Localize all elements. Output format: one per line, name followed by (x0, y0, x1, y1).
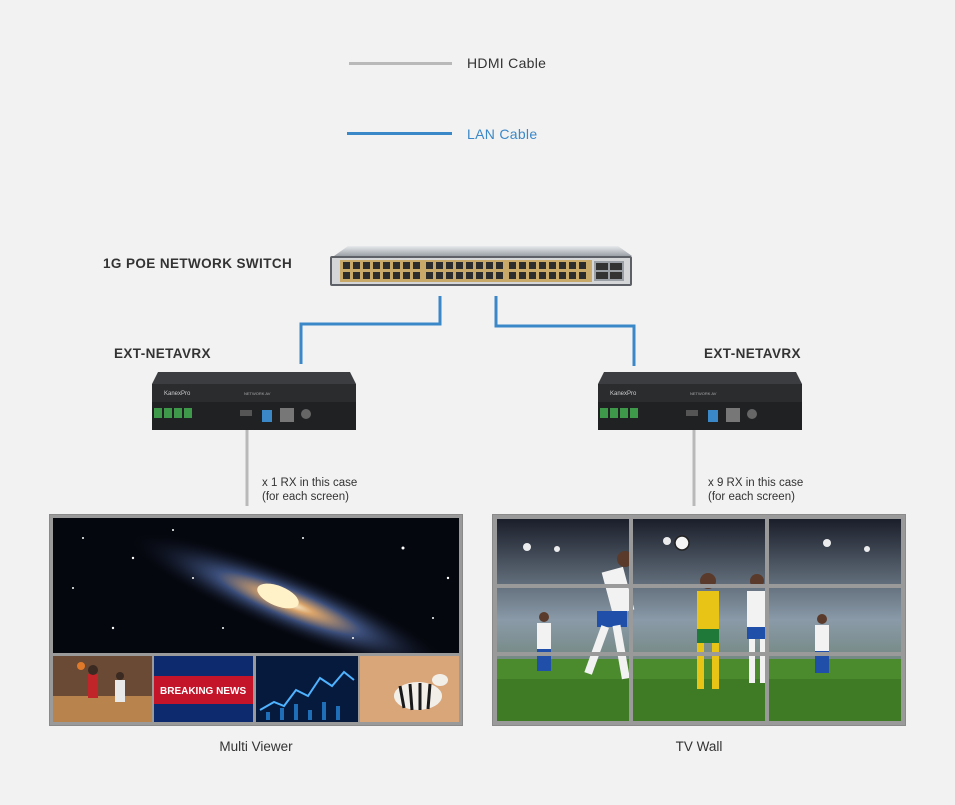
breaking-news-text: BREAKING NEWS (160, 686, 246, 697)
switch-port (486, 262, 493, 269)
galaxy-image (53, 518, 459, 653)
switch-port (496, 262, 503, 269)
switch-port (413, 262, 420, 269)
switch-port (413, 272, 420, 279)
tv-wall-screen (493, 515, 905, 725)
multi-viewer-screen: BREAKING NEWS (50, 515, 462, 725)
lan-legend-line (347, 132, 452, 135)
switch-port (579, 272, 586, 279)
receiver-right-model: NETWORK AV (690, 391, 717, 396)
receiver-left-note: x 1 RX in this case (for each screen) (262, 476, 357, 504)
switch-port (569, 262, 576, 269)
switch-port (436, 272, 443, 279)
switch-port (519, 272, 526, 279)
switch-port (539, 262, 546, 269)
switch-port (363, 262, 370, 269)
switch-port (426, 272, 433, 279)
switch-port (476, 272, 483, 279)
switch-port (393, 262, 400, 269)
switch-port (549, 272, 556, 279)
receiver-left-note-line2: (for each screen) (262, 491, 349, 503)
lan-cable-left (299, 296, 442, 364)
switch-port (456, 262, 463, 269)
switch-port (403, 262, 410, 269)
switch-port (579, 262, 586, 269)
receiver-right-note-line1: x 9 RX in this case (708, 477, 804, 489)
switch-port (353, 272, 360, 279)
switch-port (559, 272, 566, 279)
soccer-match-image (497, 519, 901, 721)
switch-port (519, 262, 526, 269)
switch-port (363, 272, 370, 279)
switch-port (509, 262, 516, 269)
switch-port (486, 272, 493, 279)
switch-port (529, 262, 536, 269)
receiver-left-label: EXT-NETAVRX (114, 346, 211, 361)
switch-port (343, 262, 350, 269)
switch-port (509, 272, 516, 279)
switch-port (569, 272, 576, 279)
zebras-thumbnail (360, 656, 459, 722)
receiver-left-brand: KanexPro (164, 391, 191, 397)
receiver-right-brand: KanexPro (610, 391, 637, 397)
lan-legend-label: LAN Cable (467, 126, 538, 142)
switch-port (343, 272, 350, 279)
breaking-news-thumbnail: BREAKING NEWS (154, 656, 253, 722)
switch-port (383, 262, 390, 269)
receiver-left-note-line1: x 1 RX in this case (262, 477, 358, 489)
multi-viewer-caption: Multi Viewer (219, 739, 293, 754)
tv-wall-caption: TV Wall (675, 739, 723, 754)
switch-port (403, 272, 410, 279)
switch-port (529, 272, 536, 279)
switch-port (383, 272, 390, 279)
switch-label: 1G POE NETWORK SWITCH (103, 256, 293, 271)
switch-port (446, 262, 453, 269)
switch-port (373, 272, 380, 279)
switch-port (476, 262, 483, 269)
hdmi-legend-line (349, 62, 452, 65)
switch-port (426, 262, 433, 269)
switch-port (549, 262, 556, 269)
switch-port (393, 272, 400, 279)
switch-port (466, 262, 473, 269)
switch-port (539, 272, 546, 279)
switch-port (456, 272, 463, 279)
switch-port (373, 262, 380, 269)
switch-port (446, 272, 453, 279)
receiver-device-icon: KanexPro NETWORK AV (152, 372, 356, 430)
receiver-left-model: NETWORK AV (244, 391, 271, 396)
switch-port (559, 262, 566, 269)
network-switch-icon (330, 246, 632, 286)
receiver-right-label: EXT-NETAVRX (704, 346, 801, 361)
receiver-device-icon: KanexPro NETWORK AV (598, 372, 802, 430)
receiver-right-note: x 9 RX in this case (for each screen) (708, 476, 803, 504)
switch-port (466, 272, 473, 279)
switch-port (496, 272, 503, 279)
basketball-thumbnail (53, 656, 152, 722)
receiver-right-note-line2: (for each screen) (708, 491, 795, 503)
switch-port (353, 262, 360, 269)
switch-port (436, 262, 443, 269)
hdmi-legend-label: HDMI Cable (467, 55, 547, 71)
lan-cable-right (494, 296, 636, 366)
stock-chart-thumbnail (256, 656, 358, 722)
